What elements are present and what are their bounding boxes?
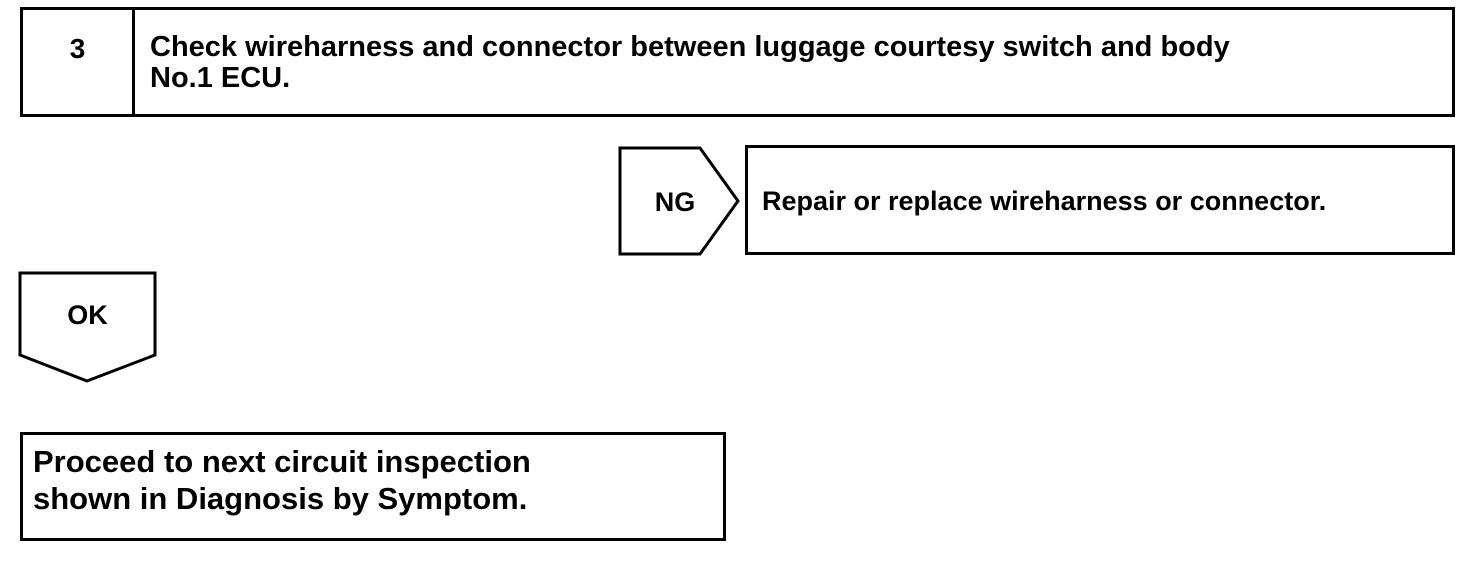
ng-action-box: Repair or replace wireharness or connect… [745, 145, 1455, 255]
ng-action-text: Repair or replace wireharness or connect… [762, 186, 1327, 216]
step-number: 3 [69, 33, 86, 64]
ok-action-text: Proceed to next circuit inspection shown… [33, 444, 531, 516]
ok-action-box: Proceed to next circuit inspection shown… [20, 432, 726, 541]
ok-arrow-shape [18, 271, 157, 383]
ng-label: NG [654, 187, 696, 217]
step-number-cell: 3 [23, 10, 135, 114]
step-box: 3 Check wireharness and connector betwee… [20, 7, 1455, 117]
ok-label: OK [67, 300, 108, 330]
ng-arrow-shape [618, 146, 740, 256]
step-instruction: Check wireharness and connector between … [150, 31, 1230, 94]
